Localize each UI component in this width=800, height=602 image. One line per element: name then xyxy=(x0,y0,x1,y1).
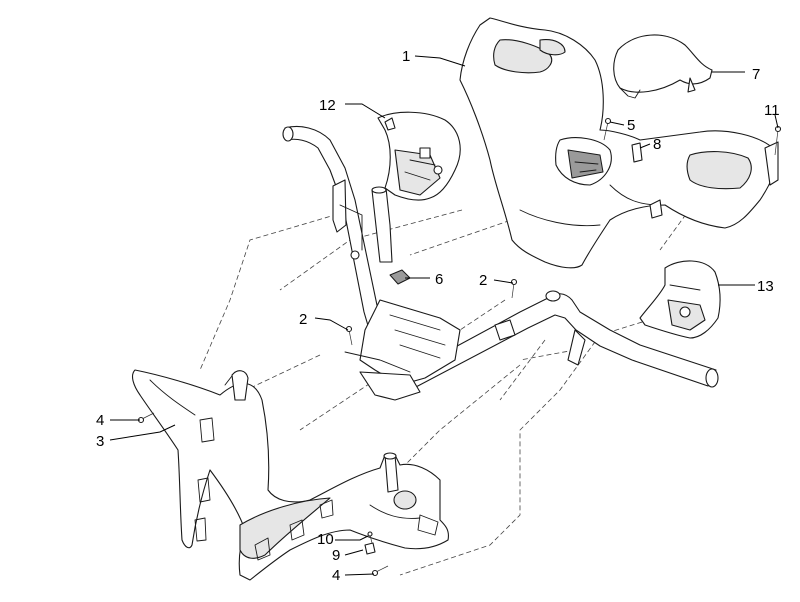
callout-4-upper: 4 xyxy=(96,412,104,429)
part-7-cap xyxy=(613,34,713,99)
part-2-screw-a xyxy=(345,325,353,333)
callout-7: 7 xyxy=(752,66,760,83)
part-3-rear-handlebar-cover xyxy=(131,369,449,581)
part-5-screw xyxy=(604,117,612,125)
callout-1: 1 xyxy=(402,48,410,65)
callout-2-upper: 2 xyxy=(479,272,487,289)
part-1-front-handlebar-cover xyxy=(459,17,779,269)
callout-10: 10 xyxy=(317,531,334,548)
callout-leaders xyxy=(109,55,779,576)
callout-8: 8 xyxy=(653,136,661,153)
part-2-screw-b xyxy=(510,278,518,286)
part-9-clip xyxy=(364,542,376,555)
callout-9: 9 xyxy=(332,547,340,564)
part-4-screw-b xyxy=(371,569,379,577)
part-8-clip xyxy=(631,142,643,163)
callout-2-lower: 2 xyxy=(299,311,307,328)
callout-13: 13 xyxy=(757,278,774,295)
callout-6: 6 xyxy=(435,271,443,288)
callout-5: 5 xyxy=(627,117,635,134)
callout-11: 11 xyxy=(764,102,780,119)
part-13-switch-housing xyxy=(639,260,721,339)
part-6-clip xyxy=(389,269,411,285)
part-10-screw xyxy=(367,531,373,537)
callout-4-lower: 4 xyxy=(332,567,340,584)
handlebar-tube xyxy=(282,125,719,401)
callout-3: 3 xyxy=(96,433,104,450)
callout-12: 12 xyxy=(319,97,336,114)
part-12-switch-housing xyxy=(377,111,461,201)
callout-labels: 1 7 12 11 5 8 6 2 13 2 4 3 10 9 4 xyxy=(96,48,780,584)
